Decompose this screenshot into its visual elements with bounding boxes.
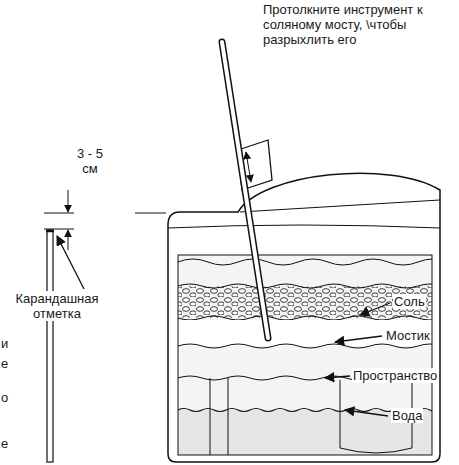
instruction-note: Протолкните инструмент к соляному мосту,…: [262, 2, 424, 47]
measuring-stick: [47, 230, 53, 462]
dimension-label: 3 - 5 см: [70, 146, 110, 176]
water-label: Вода: [391, 408, 423, 423]
pencil-mark-label: Карандашная отметка: [2, 291, 112, 321]
cropped-text: и: [0, 336, 9, 351]
salt-label: Соль: [393, 294, 426, 309]
space-label: Пространство: [352, 368, 438, 383]
cropped-text: о: [0, 390, 9, 405]
cabinet: [168, 173, 440, 462]
tool-rod: [222, 42, 268, 338]
window: [178, 255, 432, 455]
cropped-text: е: [0, 356, 9, 371]
cropped-text: е: [0, 436, 9, 451]
bridge-label: Мостик: [385, 328, 431, 343]
